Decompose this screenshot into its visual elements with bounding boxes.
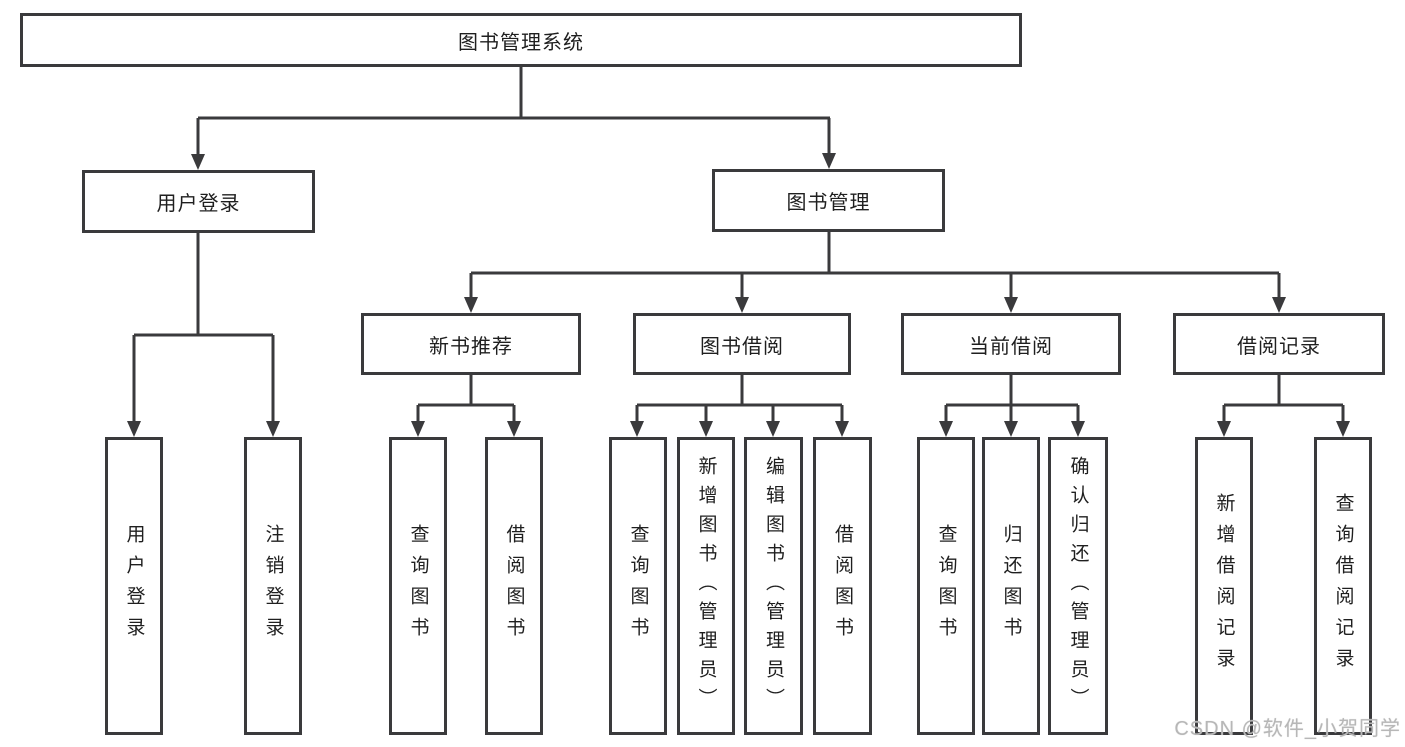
leaf-bb-edit-books-admin-label: 编辑图书（管理员） [763,455,784,717]
leaf-br-query-record-label: 查询借阅记录 [1332,493,1354,679]
arrowhead-bb-add [699,421,713,437]
leaf-cb-confirm-return-admin-label: 确认归还（管理员） [1067,455,1089,717]
leaf-bb-borrow-books-label: 借阅图书 [832,524,853,648]
leaf-cb-query-books-label: 查询图书 [935,524,957,648]
leaf-bb-add-books-admin-label: 新增图书（管理员） [695,455,717,717]
arrowhead-new-books [464,297,478,313]
leaf-user-login-label: 用户登录 [123,524,145,648]
connector-root-to-level2 [196,67,831,154]
leaf-cb-query-books: 查询图书 [917,437,975,735]
leaf-bb-borrow-books: 借阅图书 [813,437,872,735]
arrowhead-leaf-login [127,421,141,437]
arrowhead-bb-borrow [835,421,849,437]
leaf-bb-add-books-admin: 新增图书（管理员） [677,437,735,735]
arrowhead-leaf-logout [266,421,280,437]
node-user-login: 用户登录 [82,170,315,233]
leaf-cb-return-books: 归还图书 [982,437,1040,735]
node-current-borrowing: 当前借阅 [901,313,1121,375]
connector-borrow-leaves [635,375,844,421]
node-book-borrowing: 图书借阅 [633,313,851,375]
connector-mgmt-to-level3 [469,232,1281,297]
leaf-nb-borrow-books: 借阅图书 [485,437,543,735]
leaf-logout-label: 注销登录 [262,524,284,648]
connector-newbooks-leaves [416,375,516,421]
connector-records-leaves [1222,375,1345,421]
arrowhead-borrow-records [1272,297,1286,313]
connector-login-leaves [132,233,275,421]
connector-current-leaves [944,375,1080,421]
node-root-system: 图书管理系统 [20,13,1022,67]
arrowhead-book-mgmt [822,153,836,169]
node-new-book-recommend: 新书推荐 [361,313,581,375]
leaf-user-login: 用户登录 [105,437,163,735]
arrowhead-cb-return [1004,421,1018,437]
leaf-nb-query-books: 查询图书 [389,437,447,735]
arrowhead-br-query [1336,421,1350,437]
csdn-watermark: CSDN @软件_小贺同学 [1174,718,1401,740]
leaf-nb-query-books-label: 查询图书 [407,524,429,648]
arrowhead-cb-confirm [1071,421,1085,437]
arrowhead-bb-query [630,421,644,437]
node-borrowing-records: 借阅记录 [1173,313,1385,375]
arrowhead-current-borrow [1004,297,1018,313]
arrowhead-nb-query [411,421,425,437]
arrowhead-bb-edit [766,421,780,437]
arrowhead-br-add [1217,421,1231,437]
leaf-logout: 注销登录 [244,437,302,735]
arrowhead-book-borrow [735,297,749,313]
arrowhead-nb-borrow [507,421,521,437]
arrowhead-user-login [191,154,205,170]
leaf-cb-return-books-label: 归还图书 [1000,524,1022,648]
leaf-bb-query-books: 查询图书 [609,437,667,735]
arrowhead-cb-query [939,421,953,437]
leaf-br-add-record: 新增借阅记录 [1195,437,1253,735]
node-book-management: 图书管理 [712,169,945,232]
leaf-bb-query-books-label: 查询图书 [627,524,649,648]
leaf-br-add-record-label: 新增借阅记录 [1213,493,1235,679]
leaf-cb-confirm-return-admin: 确认归还（管理员） [1048,437,1108,735]
leaf-nb-borrow-books-label: 借阅图书 [503,524,525,648]
leaf-bb-edit-books-admin: 编辑图书（管理员） [744,437,803,735]
leaf-br-query-record: 查询借阅记录 [1314,437,1372,735]
